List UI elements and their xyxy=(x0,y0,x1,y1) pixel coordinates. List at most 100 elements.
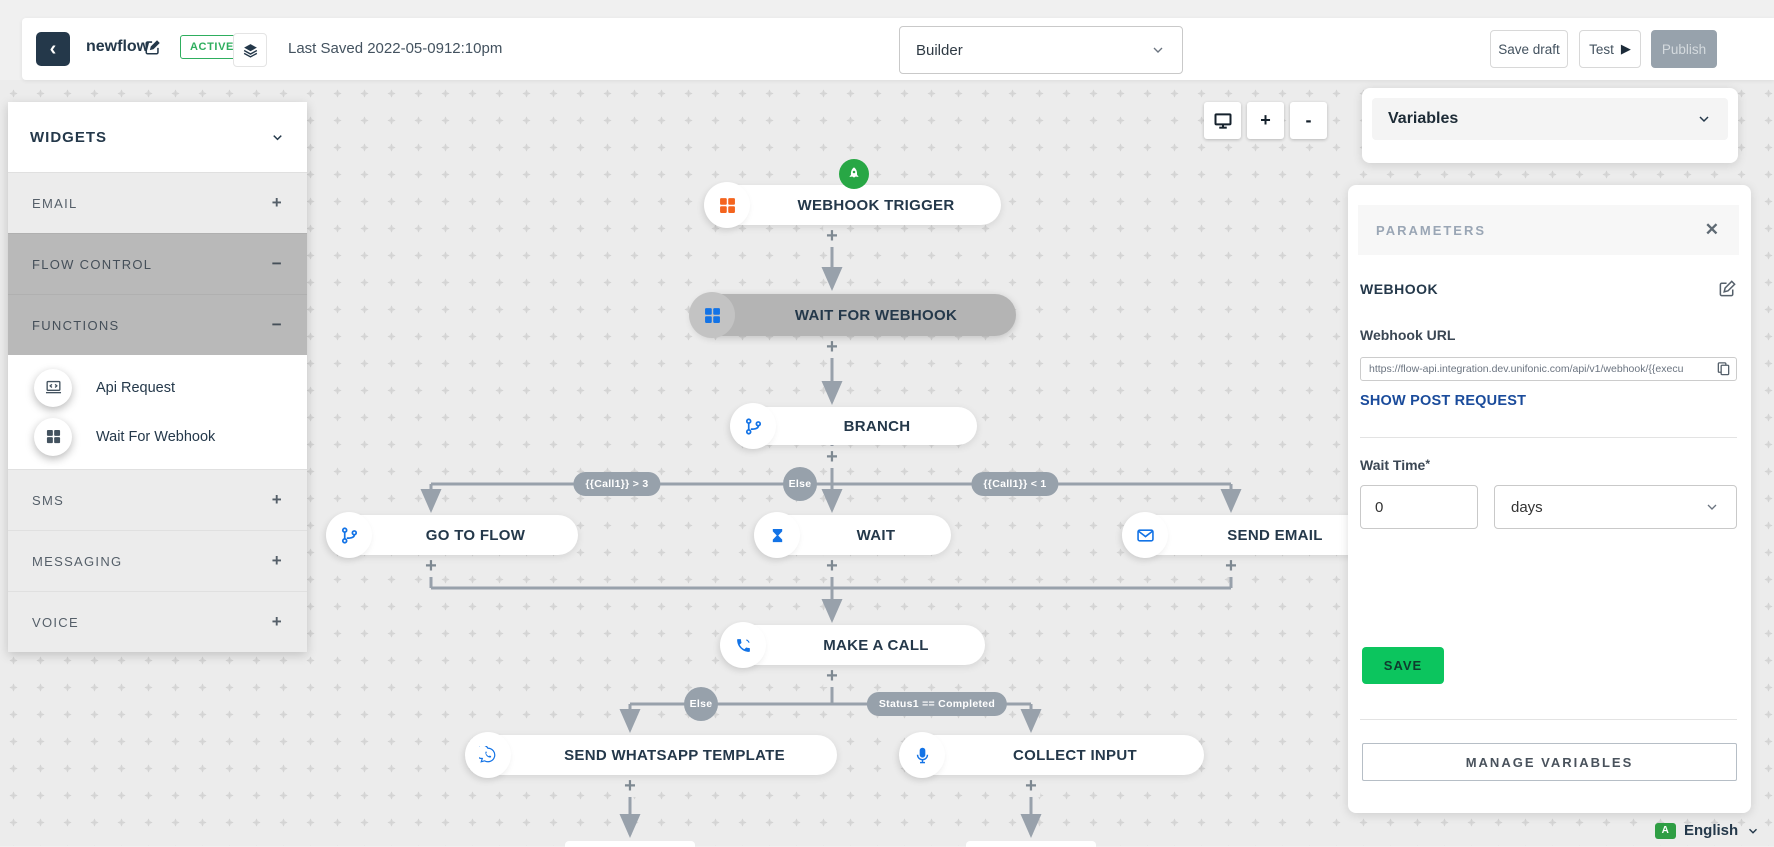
edge-label-condition-2[interactable]: {{Call1}} < 1 xyxy=(971,472,1059,496)
add-node-button[interactable]: + xyxy=(823,665,841,687)
webhook-url-input[interactable] xyxy=(1360,357,1737,381)
wait-time-value-input[interactable] xyxy=(1360,485,1478,529)
email-icon xyxy=(1122,512,1168,558)
edge-label-condition-1[interactable]: {{Call1}} > 3 xyxy=(573,472,661,496)
sidebar-section-messaging[interactable]: MESSAGING + xyxy=(8,530,307,591)
node-label: SEND EMAIL xyxy=(1227,526,1323,544)
trigger-rocket-icon xyxy=(839,159,869,189)
node-collect-input[interactable]: COLLECT INPUT xyxy=(899,732,1204,778)
fit-view-button[interactable] xyxy=(1204,102,1241,139)
add-node-button[interactable]: + xyxy=(823,336,841,358)
sidebar-section-voice[interactable]: VOICE + xyxy=(8,591,307,652)
widgets-sidebar: WIDGETS EMAIL + FLOW CONTROL − FUNCTIONS… xyxy=(8,102,307,652)
mode-select[interactable]: Builder xyxy=(899,26,1183,74)
parameters-panel: PARAMETERS ✕ WEBHOOK Webhook URL SHOW PO… xyxy=(1348,185,1751,813)
divider xyxy=(1360,719,1737,720)
whatsapp-icon xyxy=(465,732,511,778)
divider xyxy=(1360,437,1737,438)
widget-item-wait-for-webhook[interactable]: Wait For Webhook xyxy=(8,412,307,461)
widget-item-label: Api Request xyxy=(96,379,175,396)
translate-icon: A xyxy=(1655,822,1676,839)
add-node-button[interactable]: + xyxy=(823,446,841,468)
expand-icon: + xyxy=(271,193,283,212)
add-node-button[interactable]: + xyxy=(823,555,841,577)
plus-icon: + xyxy=(1260,110,1271,130)
minus-icon: - xyxy=(1305,110,1312,130)
widget-item-api-request[interactable]: Api Request xyxy=(8,363,307,412)
node-label: SEND WHATSAPP TEMPLATE xyxy=(564,746,785,764)
test-button[interactable]: Test ▶ xyxy=(1579,30,1641,68)
layers-icon xyxy=(243,43,257,58)
publish-label: Publish xyxy=(1661,41,1707,57)
node-label: COLLECT INPUT xyxy=(1013,746,1137,764)
api-request-icon xyxy=(34,368,72,407)
zoom-out-button[interactable]: - xyxy=(1290,102,1327,139)
edit-flow-name-icon[interactable] xyxy=(144,38,162,56)
chevron-down-icon xyxy=(1707,504,1717,510)
selected-widget-name: WEBHOOK xyxy=(1360,280,1439,297)
add-node-button[interactable]: + xyxy=(1022,775,1040,797)
add-node-button[interactable]: + xyxy=(422,555,440,577)
versions-button[interactable] xyxy=(233,33,267,67)
node-send-whatsapp-template[interactable]: SEND WHATSAPP TEMPLATE xyxy=(465,732,837,778)
wait-time-unit-select[interactable]: days xyxy=(1494,485,1737,529)
widgets-title: WIDGETS xyxy=(30,128,107,146)
back-button[interactable]: ‹ xyxy=(36,32,70,66)
node-branch[interactable]: BRANCH xyxy=(730,403,977,449)
add-node-button[interactable]: + xyxy=(823,225,841,247)
widgets-header[interactable]: WIDGETS xyxy=(8,102,307,172)
chevron-down-icon xyxy=(1749,828,1758,834)
node-send-email[interactable]: SEND EMAIL xyxy=(1122,512,1381,558)
section-label: MESSAGING xyxy=(32,553,123,569)
edge-label-condition-3[interactable]: Status1 == Completed xyxy=(866,692,1008,716)
section-label: SMS xyxy=(32,492,65,508)
expand-icon: + xyxy=(271,612,283,631)
node-partial xyxy=(565,841,695,847)
save-draft-button[interactable]: Save draft xyxy=(1490,30,1568,68)
expand-icon: + xyxy=(271,551,283,570)
copy-icon[interactable] xyxy=(1716,361,1731,376)
close-icon[interactable]: ✕ xyxy=(1704,220,1721,239)
node-go-to-flow[interactable]: GO TO FLOW xyxy=(326,512,578,558)
sidebar-section-functions[interactable]: FUNCTIONS − xyxy=(8,294,307,355)
expand-icon: + xyxy=(271,490,283,509)
widget-item-label: Wait For Webhook xyxy=(96,428,216,445)
publish-button[interactable]: Publish xyxy=(1651,30,1717,68)
language-selector[interactable]: A English xyxy=(1655,822,1760,839)
sidebar-section-sms[interactable]: SMS + xyxy=(8,469,307,530)
show-post-request-link[interactable]: SHOW POST REQUEST xyxy=(1360,393,1527,409)
edit-widget-icon[interactable] xyxy=(1718,279,1737,298)
node-label: WEBHOOK TRIGGER xyxy=(797,196,955,214)
add-node-button[interactable]: + xyxy=(621,775,639,797)
manage-variables-button[interactable]: MANAGE VARIABLES xyxy=(1362,743,1737,781)
chevron-down-icon xyxy=(1153,47,1163,53)
collapse-icon: − xyxy=(271,315,283,334)
save-button[interactable]: SAVE xyxy=(1362,647,1444,684)
edge-label-else-1[interactable]: Else xyxy=(783,467,817,501)
node-webhook-trigger[interactable]: WEBHOOK TRIGGER xyxy=(704,159,1001,228)
sidebar-section-flow-control[interactable]: FLOW CONTROL − xyxy=(8,233,307,294)
last-saved-text: Last Saved 2022-05-0912:10pm xyxy=(288,40,503,57)
variables-header[interactable]: Variables xyxy=(1372,98,1728,140)
node-label: GO TO FLOW xyxy=(425,526,526,544)
zoom-in-button[interactable]: + xyxy=(1247,102,1284,139)
node-wait[interactable]: WAIT xyxy=(754,512,951,558)
monitor-icon xyxy=(1213,111,1233,131)
variables-card: Variables xyxy=(1362,88,1738,163)
webhook-grid-icon xyxy=(689,292,735,338)
section-label: FLOW CONTROL xyxy=(32,256,153,272)
top-bar: ‹ newflow ACTIVE Last Saved 2022-05-0912… xyxy=(22,18,1774,80)
save-draft-label: Save draft xyxy=(1498,41,1560,57)
node-make-a-call[interactable]: MAKE A CALL xyxy=(720,622,985,668)
chevron-down-icon xyxy=(273,134,282,140)
branch-icon xyxy=(730,403,776,449)
required-mark: * xyxy=(1425,457,1431,471)
add-node-button[interactable]: + xyxy=(1222,555,1240,577)
sidebar-section-email[interactable]: EMAIL + xyxy=(8,172,307,233)
node-wait-for-webhook[interactable]: WAIT FOR WEBHOOK xyxy=(689,292,1016,338)
edge-label-else-2[interactable]: Else xyxy=(684,687,718,721)
node-label: WAIT FOR WEBHOOK xyxy=(794,306,958,324)
functions-items: Api Request Wait For Webhook xyxy=(8,355,307,469)
node-label: BRANCH xyxy=(843,417,911,435)
section-label: VOICE xyxy=(32,614,79,630)
